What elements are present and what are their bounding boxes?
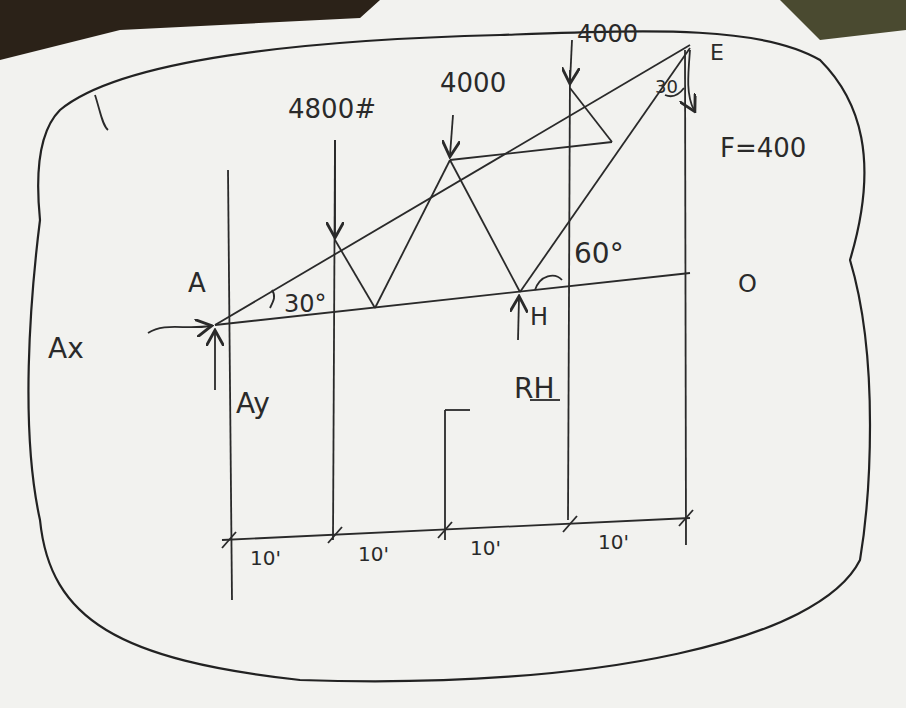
grid-line [228, 170, 232, 600]
dimension-tick [563, 516, 577, 532]
load-label: 4000 [577, 22, 638, 46]
point-label: O [738, 272, 757, 296]
angle-label: 30 [655, 78, 678, 96]
load-arrow [334, 140, 336, 236]
dimension-tick [438, 522, 452, 538]
reaction-arrow [148, 326, 210, 333]
dimension-label: 10' [470, 538, 501, 558]
top-chord [215, 45, 690, 325]
web-member [375, 160, 450, 308]
web-member [450, 160, 520, 292]
reaction-label: Ay [236, 390, 270, 418]
grid-line [685, 50, 686, 545]
load-arrow [450, 115, 453, 155]
dimension-label: 10' [598, 532, 629, 552]
dimension-label: 10' [250, 548, 281, 568]
reaction-arrow [518, 298, 519, 340]
load-label: 4000 [440, 70, 506, 96]
joint-label: H [530, 305, 548, 329]
force-arrow [688, 50, 694, 110]
web-member [335, 240, 375, 308]
outline-blob [28, 31, 870, 681]
dimension-tick [328, 527, 342, 543]
dimension-label: 10' [358, 544, 389, 564]
reaction-label: RH [514, 375, 555, 403]
joint-label: A [188, 270, 206, 296]
force-label: F=400 [720, 135, 806, 161]
grid-line [568, 70, 570, 520]
dimension-tick [679, 510, 693, 526]
grid-line [445, 409, 470, 411]
photo-shadow [0, 0, 380, 60]
web-member [570, 88, 612, 142]
bottom-chord [215, 273, 690, 325]
angle-label: 60° [574, 240, 624, 268]
reaction-arrow [214, 332, 216, 390]
angle-label: 30° [284, 292, 327, 316]
reaction-label: Ax [48, 335, 84, 363]
4800-label: 4800# [288, 96, 376, 122]
web-member [520, 48, 690, 292]
angle-arc [535, 276, 562, 290]
scribble [95, 95, 108, 130]
web-member [450, 142, 612, 160]
grid-line [333, 140, 335, 540]
dimension-tick [222, 532, 236, 548]
joint-label: E [710, 42, 724, 64]
photo-shadow [780, 0, 906, 40]
grid-line [444, 410, 446, 540]
angle-arc [270, 290, 274, 308]
load-arrow [570, 40, 572, 82]
